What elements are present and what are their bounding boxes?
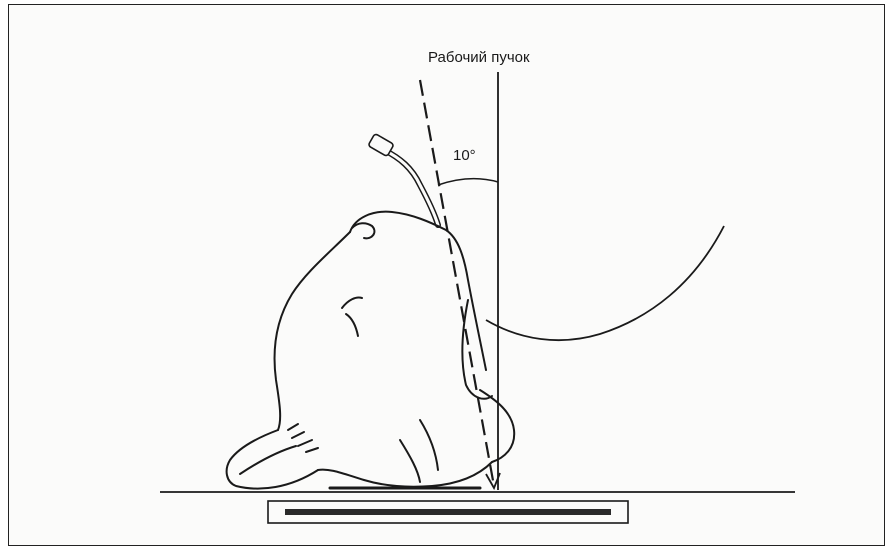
working-beam-dashed-line <box>420 80 494 486</box>
angle-arc <box>438 179 498 185</box>
cat-head-icon <box>227 212 515 489</box>
detector-plate-icon <box>268 501 628 523</box>
beam-label: Рабочий пучок <box>428 49 530 66</box>
angle-label: 10° <box>453 147 476 164</box>
body-curve-line <box>486 226 724 340</box>
